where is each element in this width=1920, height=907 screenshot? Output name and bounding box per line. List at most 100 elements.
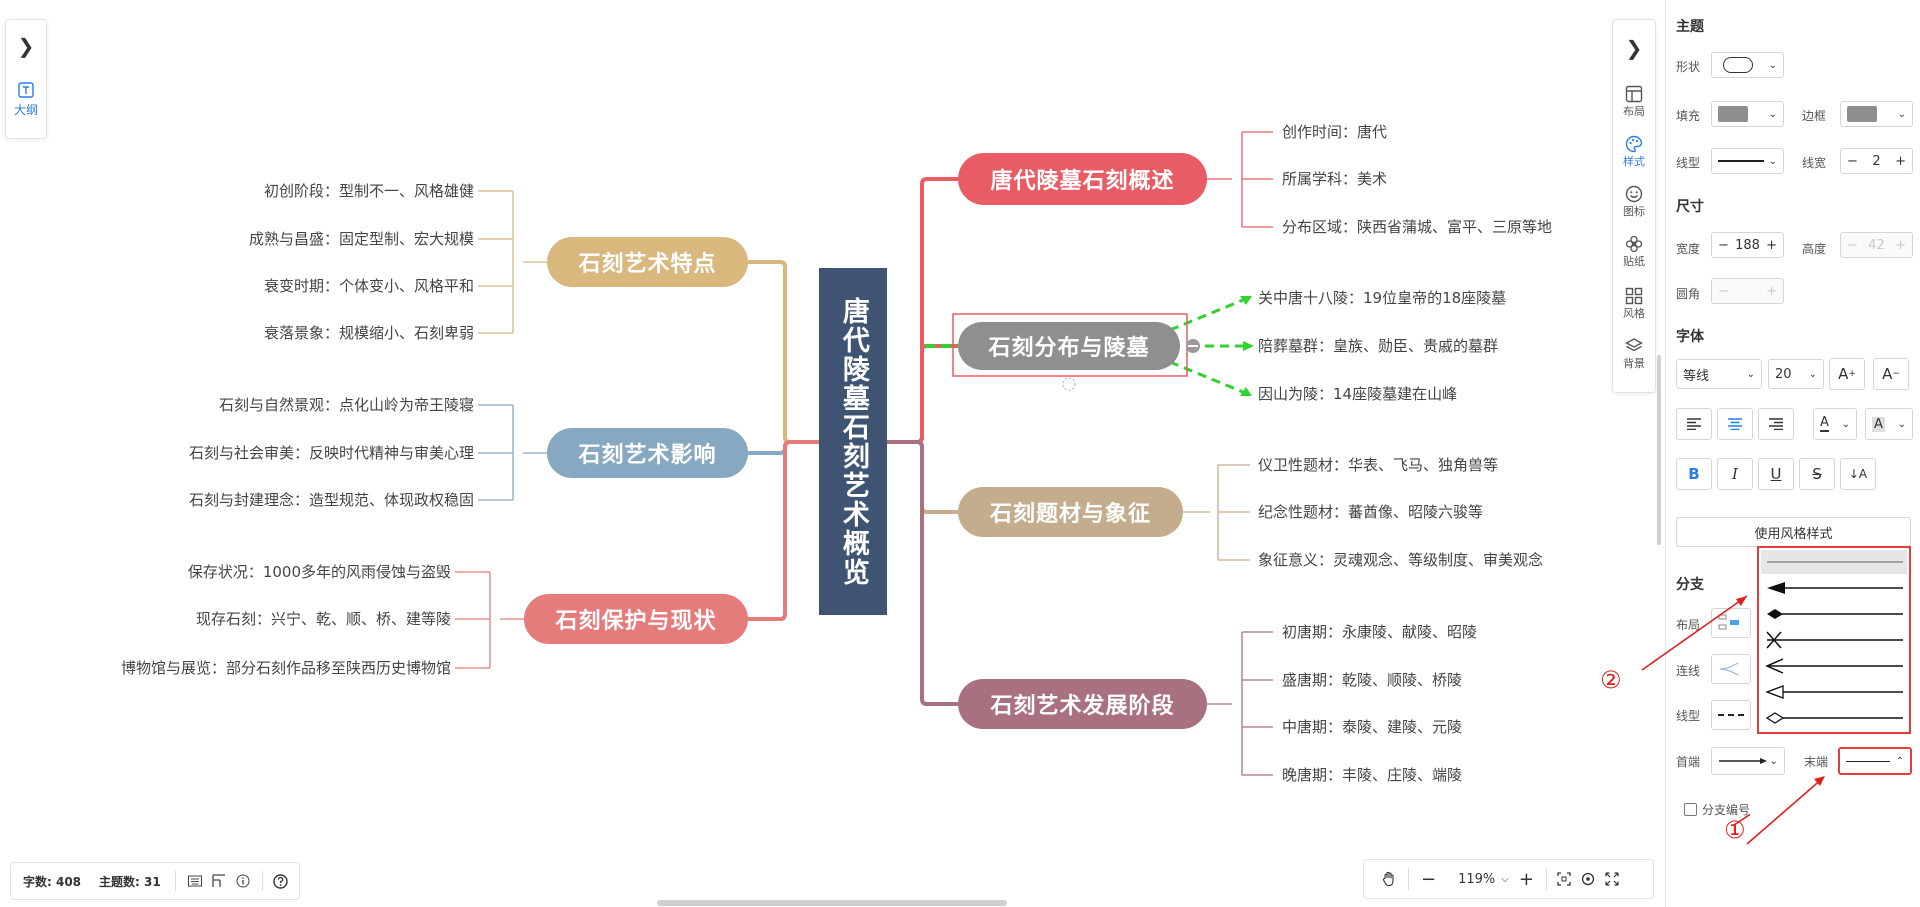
plus-icon[interactable]: + [1766, 237, 1777, 253]
bold-button[interactable]: B [1676, 458, 1712, 490]
branch-layout-select[interactable] [1711, 608, 1751, 638]
subtopic-right-3-2[interactable]: 中唐期：泰陵、建陵、元陵 [1282, 718, 1463, 736]
linewidth-stepper[interactable]: − 2 + [1840, 148, 1913, 174]
subtopic-right-2-0[interactable]: 仪卫性题材：华表、飞马、独角兽等 [1258, 456, 1499, 474]
root-topic[interactable]: 唐代陵墓石刻艺术概览 [819, 268, 887, 615]
leaf-connector-stages [1207, 631, 1273, 776]
pill-shape-icon [1723, 57, 1753, 73]
strip-background[interactable]: 背景 [1613, 337, 1655, 371]
fullscreen-icon[interactable] [1605, 872, 1619, 886]
minus-icon[interactable]: − [1847, 153, 1858, 169]
head-label: 首端 [1676, 755, 1701, 769]
strip-layout[interactable]: 布局 [1613, 85, 1655, 119]
dd-option-open-arrow[interactable] [1761, 654, 1907, 678]
strip-style[interactable]: 样式 [1613, 135, 1655, 169]
tail-end-select[interactable]: ⌃ [1838, 747, 1912, 775]
border-color-select[interactable]: ⌄ [1840, 101, 1913, 127]
subtopic-right-2-2[interactable]: 象征意义：灵魂观念、等级制度、审美观念 [1258, 551, 1544, 569]
highlight-color-select[interactable]: A ⌄ [1865, 408, 1913, 440]
subtopic-left-1-0[interactable]: 石刻与自然景观：点化山岭为帝王陵寝 [218, 396, 474, 414]
subtopic-right-1-0[interactable]: 关中唐十八陵：19位皇帝的18座陵墓 [1258, 289, 1507, 307]
dd-option-cross[interactable] [1761, 628, 1907, 652]
subtopic-left-0-2[interactable]: 衰变时期：个体变小、风格平和 [263, 277, 474, 295]
subtopic-left-1-2[interactable]: 石刻与封建理念：造型规范、体现政权稳固 [188, 491, 474, 509]
subtopic-left-2-1[interactable]: 现存石刻：兴宁、乾、顺、桥、建等陵 [195, 610, 451, 628]
subtopic-left-0-3[interactable]: 衰落景象：规模缩小、石刻卑弱 [263, 324, 474, 342]
strip-sticker[interactable]: 贴纸 [1613, 235, 1655, 269]
subtopic-right-0-1[interactable]: 所属学科：美术 [1282, 170, 1388, 188]
hand-pan-icon[interactable] [1382, 871, 1396, 887]
align-right-button[interactable] [1758, 408, 1794, 440]
word-count: 字数: 408 [23, 874, 82, 889]
branch-topic-right-0[interactable]: 唐代陵墓石刻概述 [958, 153, 1207, 205]
subtopic-right-3-3[interactable]: 晚唐期：丰陵、庄陵、端陵 [1282, 766, 1463, 784]
dd-option-hollow-diamond[interactable] [1761, 706, 1907, 730]
branch-topic-left-0[interactable]: 石刻艺术特点 [547, 237, 748, 287]
connect-style-select[interactable] [1711, 654, 1751, 684]
branch-number-toggle[interactable]: 分支编号 [1684, 801, 1750, 818]
linetype-select[interactable]: ⌄ [1711, 148, 1784, 174]
subtopic-left-0-0[interactable]: 初创阶段：型制不一、风格雄健 [263, 182, 474, 200]
mindmap-canvas[interactable]: 唐代陵墓石刻艺术概览 唐代陵墓石刻概述 创作时间：唐代所属学科：美术分布区域：陕西… [0, 0, 1665, 907]
keyboard-icon[interactable] [187, 875, 202, 887]
strip-icon[interactable]: 图标 [1613, 185, 1655, 219]
dd-option-filled-arrow[interactable] [1761, 576, 1907, 600]
dd-option-diamond[interactable] [1761, 602, 1907, 626]
subtopic-right-1-1[interactable]: 陪葬墓群：皇族、勋臣、贵戚的墓群 [1258, 337, 1499, 355]
zoom-dropdown-chevron-icon[interactable]: ⌵ [1501, 873, 1509, 885]
font-decrease-button[interactable]: A− [1873, 358, 1909, 390]
align-left-button[interactable] [1676, 408, 1712, 440]
property-panel: 主题 形状 ⌄ 填充 ⌄ 边框 ⌄ 线型 ⌄ 线宽 − 2 + 尺寸 宽度 − … [1665, 0, 1920, 907]
use-style-button[interactable]: 使用风格样式 [1676, 517, 1911, 547]
zoom-in-button[interactable]: + [1518, 868, 1534, 890]
collapse-panel-chevron-icon[interactable]: ❯ [1625, 36, 1643, 60]
branch-topic-right-3[interactable]: 石刻艺术发展阶段 [958, 679, 1207, 729]
dd-option-none[interactable] [1761, 550, 1907, 574]
expand-chevron-icon[interactable]: ❯ [17, 34, 35, 58]
strikethrough-button[interactable]: S [1799, 458, 1835, 490]
branch-topic-left-1[interactable]: 石刻艺术影响 [547, 428, 748, 478]
zoom-level[interactable]: 119% [1458, 871, 1496, 887]
fit-screen-icon[interactable] [1557, 872, 1571, 886]
subtopic-right-0-2[interactable]: 分布区域：陕西省蒲城、富平、三原等地 [1282, 218, 1553, 236]
help-icon[interactable] [273, 873, 288, 889]
underline-button[interactable]: U [1758, 458, 1794, 490]
subtopic-left-2-0[interactable]: 保存状况：1000多年的风雨侵蚀与盗毁 [187, 563, 451, 581]
branch-topic-right-1[interactable]: 石刻分布与陵墓 [958, 322, 1180, 370]
zoom-out-button[interactable]: − [1421, 868, 1437, 890]
branch-topic-right-2[interactable]: 石刻题材与象征 [958, 487, 1183, 537]
sort-button[interactable]: ↓A [1840, 458, 1876, 490]
subtopic-right-2-1[interactable]: 纪念性题材：蕃酋像、昭陵六骏等 [1258, 503, 1484, 521]
italic-button[interactable]: I [1717, 458, 1753, 490]
subtopic-right-3-0[interactable]: 初唐期：永康陵、献陵、昭陵 [1282, 623, 1478, 641]
text-color-select[interactable]: A ⌄ [1813, 408, 1857, 440]
locate-center-icon[interactable] [1581, 872, 1595, 886]
layout-toggle-icon[interactable] [212, 874, 226, 888]
shape-select[interactable]: ⌄ [1711, 52, 1784, 78]
subtopic-right-3-1[interactable]: 盛唐期：乾陵、顺陵、桥陵 [1282, 671, 1463, 689]
vertical-scrollbar[interactable] [1657, 355, 1661, 545]
strip-theme[interactable]: 风格 [1613, 287, 1655, 321]
subtopic-right-0-0[interactable]: 创作时间：唐代 [1282, 123, 1388, 141]
fill-color-select[interactable]: ⌄ [1711, 101, 1784, 127]
dd-option-hollow-arrow[interactable] [1761, 680, 1907, 704]
outline-button[interactable]: 大纲 [6, 82, 46, 118]
horizontal-scrollbar[interactable] [657, 900, 1007, 906]
align-center-button[interactable] [1717, 408, 1753, 440]
subtopic-left-2-2[interactable]: 博物馆与展览：部分石刻作品移至陕西历史博物馆 [120, 659, 451, 677]
head-end-select[interactable]: ⌄ [1711, 747, 1785, 775]
branch-linetype-select[interactable] [1711, 700, 1751, 730]
checkbox[interactable] [1684, 803, 1697, 816]
font-size-select[interactable]: 20 ⌄ [1768, 359, 1824, 389]
font-increase-button[interactable]: A+ [1829, 358, 1865, 390]
branch-topic-left-2[interactable]: 石刻保护与现状 [524, 594, 748, 644]
plus-icon[interactable]: + [1895, 153, 1906, 169]
add-subtopic-handle[interactable] [1062, 377, 1076, 391]
minus-icon[interactable]: − [1718, 237, 1729, 253]
font-family-select[interactable]: 等线 ⌄ [1676, 359, 1762, 389]
subtopic-right-1-2[interactable]: 因山为陵：14座陵墓建在山峰 [1258, 385, 1458, 403]
info-icon[interactable] [236, 874, 250, 888]
subtopic-left-0-1[interactable]: 成熟与昌盛：固定型制、宏大规模 [248, 230, 474, 248]
width-stepper[interactable]: − 188 + [1711, 232, 1784, 258]
subtopic-left-1-1[interactable]: 石刻与社会审美：反映时代精神与审美心理 [188, 444, 474, 462]
